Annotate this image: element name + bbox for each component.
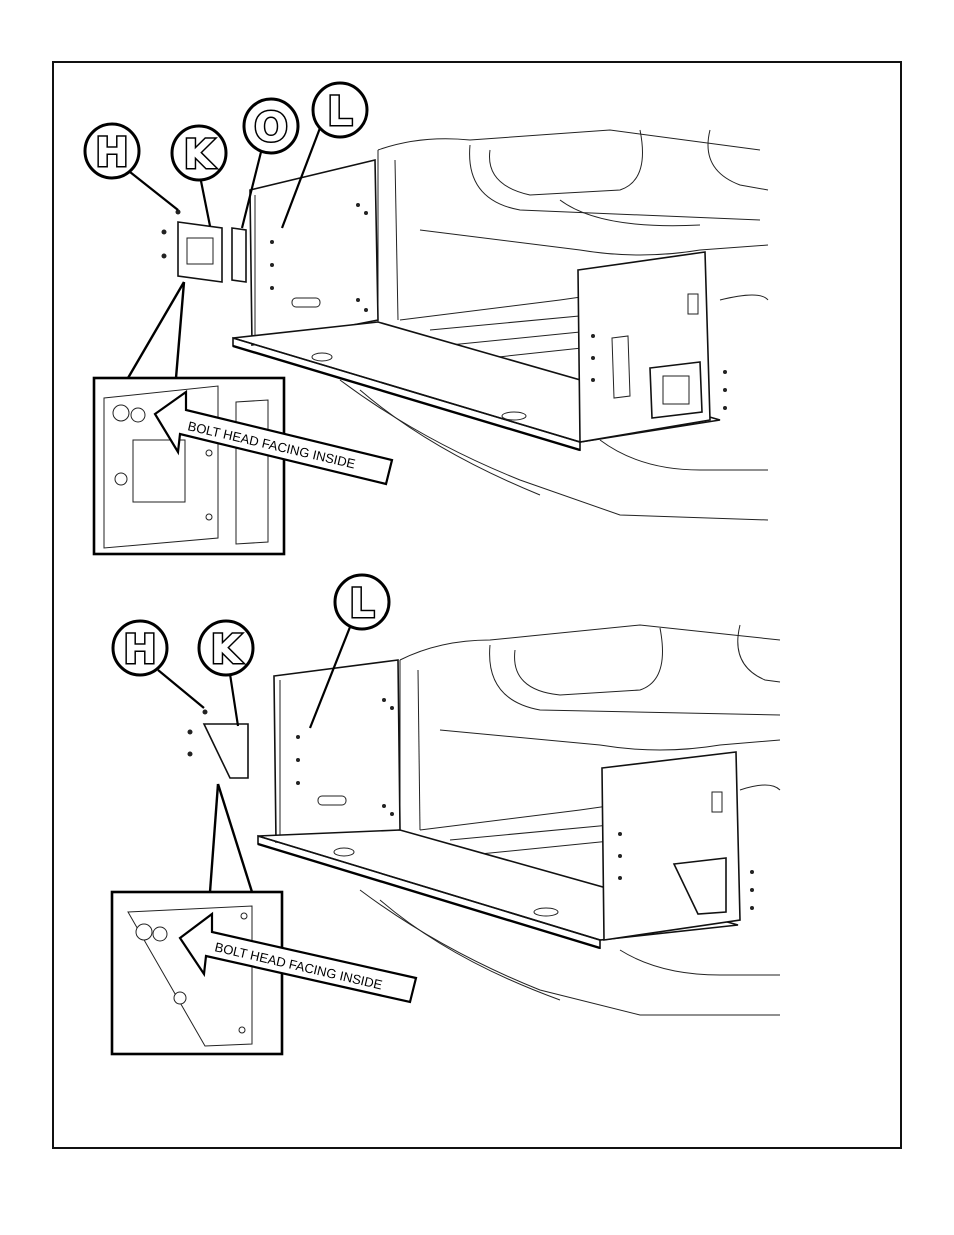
- svg-text:O: O: [254, 105, 288, 151]
- callout-l-bottom: L: [335, 575, 389, 629]
- callout-l-top: L: [313, 83, 367, 137]
- svg-text:K: K: [184, 132, 217, 178]
- svg-text:L: L: [327, 89, 353, 135]
- callout-o-top: O: [244, 99, 298, 153]
- bottom-illustration: H K L BOLT HEAD FACING INSIDE: [112, 575, 780, 1054]
- panel-slot: [292, 298, 320, 307]
- left-side-panel-top: [250, 160, 378, 345]
- svg-text:H: H: [95, 130, 128, 176]
- callout-k-bottom: K: [199, 621, 253, 675]
- svg-text:L: L: [349, 581, 375, 627]
- svg-text:K: K: [211, 627, 244, 673]
- svg-text:H: H: [123, 627, 156, 673]
- callout-k-top: K: [172, 126, 226, 180]
- left-side-panel-bottom: [274, 660, 400, 842]
- callout-h-bottom: H: [113, 621, 167, 675]
- spacer-o-top: [232, 228, 246, 282]
- bracket-k-bottom: [204, 724, 248, 778]
- top-illustration: H K O L BOLT HEAD FACING INSIDE: [85, 83, 768, 554]
- callout-h-top: H: [85, 124, 139, 178]
